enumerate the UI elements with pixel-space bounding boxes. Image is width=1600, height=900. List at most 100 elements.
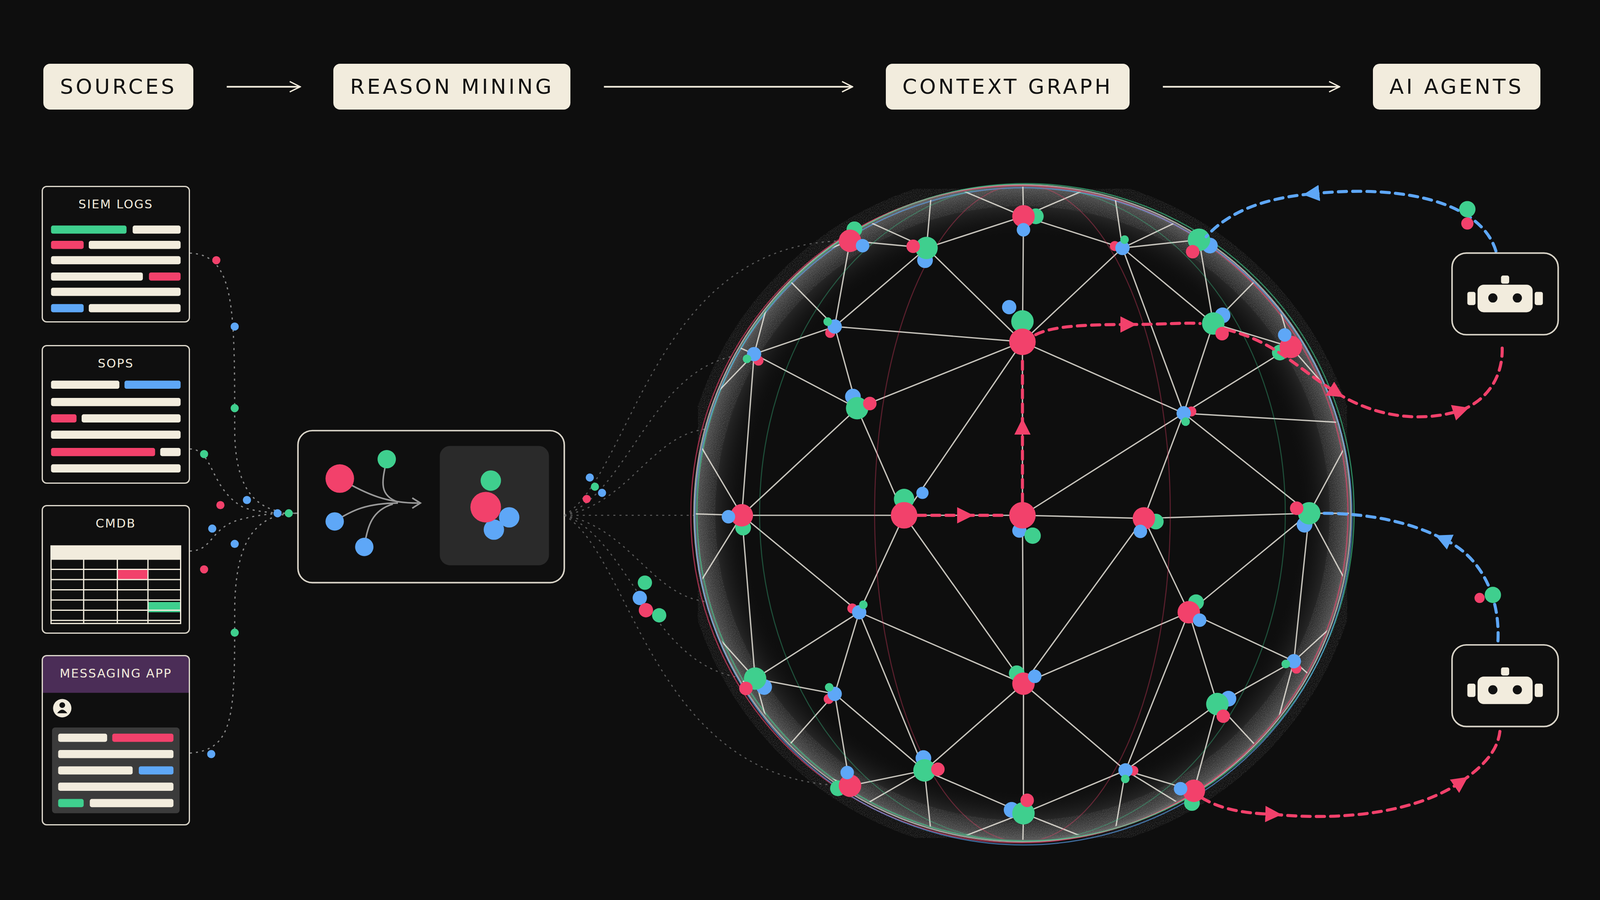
stage-title: AI AGENTS [1389,74,1524,100]
illustration-circle [1512,685,1523,695]
graph-node [1002,300,1017,315]
agent-path [1311,191,1496,251]
data-dot [216,500,225,510]
illustration-rect [1467,291,1476,305]
illustration-line [147,545,149,624]
content-bar [160,447,181,457]
data-dot [230,628,239,638]
illustration-rect [41,345,190,484]
illustration-ellipse [759,184,1286,842]
card-heading: SIEM LOGS [42,187,189,212]
illustration-rect [41,185,190,323]
content-bar [50,272,143,281]
card-heading: SOPS [42,346,189,371]
graph-node [742,354,752,364]
illustration-rect [440,445,550,566]
illustration-rect [41,655,190,826]
data-dot [208,524,217,533]
illustration-rect [1467,683,1476,698]
content-bar [50,304,84,313]
graph-node [1009,502,1036,529]
illustration-path [190,252,299,513]
data-dot [284,509,293,518]
table-grid [50,545,181,624]
avatar-icon [52,699,72,718]
graph-node [1181,417,1190,427]
data-dot [637,575,653,590]
illustration-circle [1488,293,1498,303]
illustration-rect [1500,275,1510,284]
data-dot [597,488,607,498]
graph-node [721,510,735,524]
stage-label: REASON MINING [333,63,571,110]
data-dot [582,495,591,504]
stage-title: CONTEXT GRAPH [902,74,1113,100]
illustration-rect [50,545,181,624]
data-dot [652,608,667,623]
content-bar [90,799,174,808]
graph-node [916,486,929,499]
illustration-rect [1452,645,1559,727]
agent-path [1226,329,1337,393]
agent-path [1461,345,1503,411]
card-heading: CMDB [42,506,189,531]
data-dot [1461,217,1474,230]
source-card: CMDB [41,505,190,634]
graph-node [1192,613,1207,627]
illustration-rect [50,545,181,560]
graph-node [1133,524,1148,538]
agent-path [1202,797,1274,815]
content-bar [88,240,181,250]
agent-path [1273,781,1462,817]
graph-node [855,238,870,253]
content-bar [50,414,77,423]
content-bar [50,240,84,250]
illustration-path [190,449,299,514]
illustration-line [50,609,181,611]
illustration-line [116,545,118,624]
graph-node [906,239,920,253]
data-dot [1459,200,1476,218]
content-bar [81,414,181,423]
agent-path [965,513,1009,517]
flow-arrow [1162,85,1340,88]
illustration-circle [1488,685,1498,695]
card-heading: MESSAGING APP [42,656,189,681]
stage-label: CONTEXT GRAPH [885,63,1130,110]
graph-node [840,765,854,780]
graph-node [1009,328,1036,356]
stage-title: SOURCES [60,74,177,100]
illustration-line [50,568,181,570]
content-bar [124,380,181,389]
content-bar [50,447,155,457]
agent-robot [1452,645,1559,727]
illustration-rect [1452,252,1559,335]
app-header-band [41,655,190,693]
illustration-g [675,166,1370,860]
graph-node [823,317,833,327]
illustration-line [50,599,181,601]
graph-node [739,681,753,695]
illustration-path [190,513,299,754]
illustration-line [50,558,181,560]
illustration-circle [697,183,1355,841]
graph-node [1185,245,1200,259]
source-wire [190,252,299,753]
content-bar [50,464,181,473]
illustration-line [50,589,181,591]
graph-node [1027,669,1042,683]
illustration-rect [52,727,180,814]
graph-node [862,396,877,410]
illustration-circle [59,702,66,708]
reason-mining-box [297,430,565,583]
data-dot [585,473,595,482]
content-bar [112,733,174,743]
stage-label: AI AGENTS [1372,63,1541,110]
illustration-rect [1534,291,1543,305]
entity-dot [355,537,374,557]
agent-robot [1452,252,1559,335]
data-dot [200,450,209,459]
illustration-path [412,497,421,508]
